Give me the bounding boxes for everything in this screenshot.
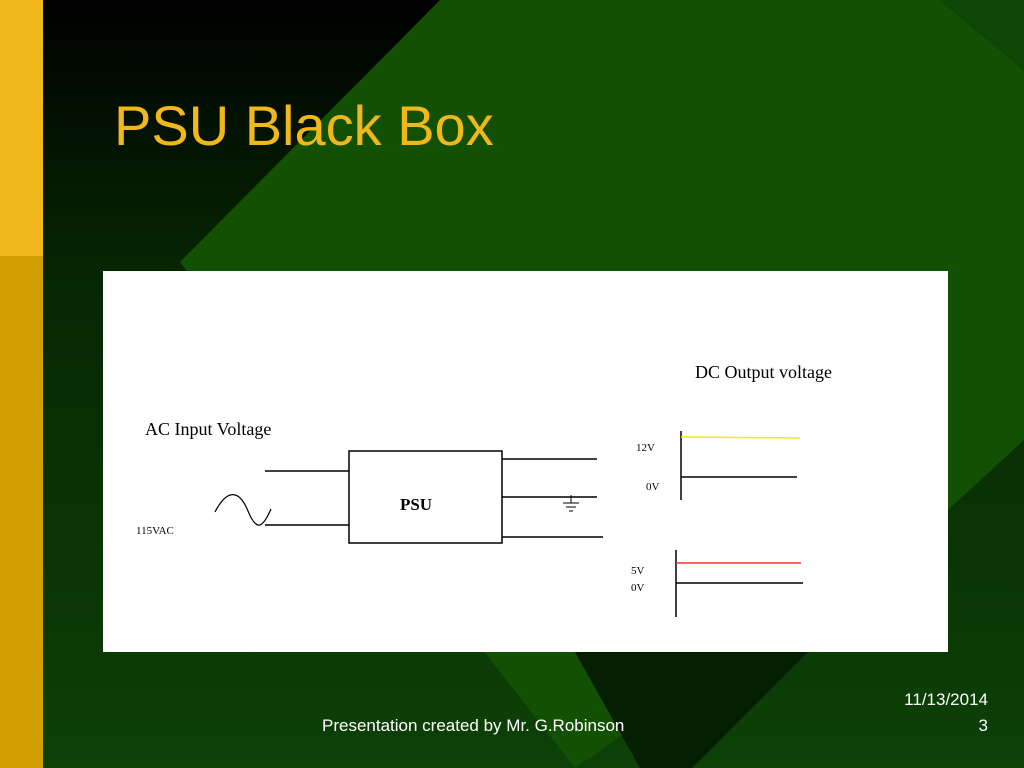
output-level-label-12v: 12V: [636, 442, 655, 454]
accent-bar-bottom: [0, 256, 43, 768]
ac-input-title: AC Input Voltage: [145, 419, 271, 439]
slide-page-number: 3: [978, 716, 988, 735]
dark-triangle-shape: [575, 652, 808, 768]
slide-date: 11/13/2014: [904, 690, 988, 709]
psu-box: [348, 450, 503, 544]
ac-sine-wave-icon: [214, 494, 272, 526]
output-graph-12v: 12V 0V: [636, 431, 801, 500]
output-zero-label-5v: 0V: [631, 582, 645, 594]
accent-bar-top: [0, 0, 43, 256]
footer-credit: Presentation created by Mr. G.Robinson: [322, 716, 625, 735]
psu-box-label: PSU: [400, 495, 432, 514]
output-graph-5v: 5V 0V: [631, 550, 803, 617]
ac-input-value: 115VAC: [136, 525, 174, 537]
dc-output-title: DC Output voltage: [695, 362, 832, 382]
ground-symbol-icon: [563, 495, 579, 512]
graph-level-line-12v: [680, 436, 801, 439]
slide-title: PSU Black Box: [114, 94, 494, 157]
output-zero-label-12v: 0V: [646, 481, 660, 493]
psu-diagram-panel: AC Input Voltage 115VAC PSU DC Output vo…: [103, 271, 948, 652]
psu-diagram: AC Input Voltage 115VAC PSU DC Output vo…: [136, 362, 832, 617]
output-level-label-5v: 5V: [631, 565, 645, 577]
